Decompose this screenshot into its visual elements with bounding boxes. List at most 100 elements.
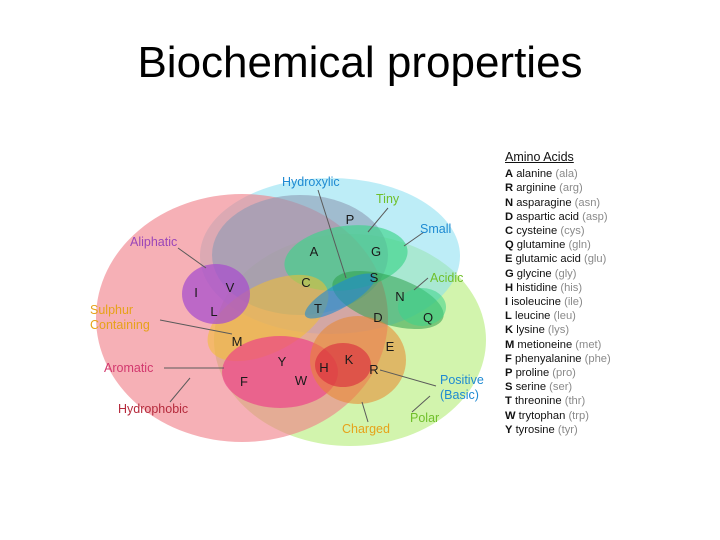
residue-k: K [345, 352, 354, 367]
set-label-line: Positive [440, 373, 484, 387]
legend-name: leucine [511, 310, 554, 323]
label-aromatic: Aromatic [104, 361, 153, 375]
sulphur-set [207, 274, 329, 362]
legend-item: K lysine (lys) [505, 323, 630, 337]
legend-abbr: (phe) [584, 352, 611, 365]
legend-abbr: (lys) [547, 324, 570, 337]
legend-name: lysine [513, 324, 548, 337]
legend-item: F phenyalanine (phe) [505, 352, 630, 366]
legend-code: I [505, 296, 509, 309]
residue-e: E [386, 339, 395, 354]
legend-abbr: (asn) [574, 196, 601, 209]
positive-set [315, 343, 371, 387]
residue-a: A [310, 244, 319, 259]
label-positive: Positive(Basic) [440, 373, 484, 402]
residue-c: C [301, 275, 310, 290]
legend-code: F [505, 352, 512, 365]
legend-code: W [505, 409, 516, 422]
legend-abbr: (thr) [564, 395, 586, 408]
legend-code: P [505, 367, 513, 380]
legend-name: alanine [513, 168, 556, 181]
legend-list: A alanine (ala)R arginine (arg)N asparag… [505, 167, 630, 437]
set-label-line: Small [420, 222, 451, 236]
legend-abbr: (cys) [560, 225, 585, 238]
legend-abbr: (leu) [553, 310, 576, 323]
residue-f: F [240, 374, 248, 389]
legend-item: L leucine (leu) [505, 309, 630, 323]
residue-y: Y [278, 354, 287, 369]
residue-m: M [232, 334, 243, 349]
legend-name: asparagine [513, 196, 575, 209]
legend-item: M metioneine (met) [505, 338, 630, 352]
residue-i: I [194, 285, 198, 300]
label-acidic: Acidic [430, 271, 463, 285]
label-hydrophobic: Hydrophobic [118, 402, 188, 416]
hydroxylic-leader [317, 189, 347, 279]
legend-abbr: (tyr) [557, 423, 578, 436]
label-aliphatic: Aliphatic [130, 235, 177, 249]
legend-name: trytophan [515, 409, 569, 422]
legend-code: G [505, 267, 514, 280]
amino-acid-legend: Amino Acids A alanine (ala)R arginine (a… [505, 150, 630, 437]
legend-item: R arginine (arg) [505, 181, 630, 195]
set-label-line: Charged [342, 422, 390, 436]
legend-item: G glycine (gly) [505, 267, 630, 281]
polar-leader [411, 395, 431, 413]
legend-item: Q glutamine (gln) [505, 238, 630, 252]
legend-name: glutamic acid [512, 253, 584, 266]
legend-code: R [505, 182, 514, 195]
legend-name: phenyalanine [511, 352, 585, 365]
legend-name: threonine [511, 395, 565, 408]
legend-code: N [505, 196, 514, 209]
legend-item: N asparagine (asn) [505, 196, 630, 210]
set-label-line: Aliphatic [130, 235, 177, 249]
legend-abbr: (arg) [559, 182, 583, 195]
legend-code: S [505, 381, 513, 394]
set-label-line: Hydrophobic [118, 402, 188, 416]
residue-n: N [395, 289, 404, 304]
legend-abbr: (ala) [555, 168, 578, 181]
venn-sets [96, 178, 486, 446]
aromatic-set [222, 336, 338, 408]
legend-name: arginine [513, 182, 560, 195]
legend-item: E glutamic acid (glu) [505, 252, 630, 266]
legend-name: tyrosine [512, 423, 558, 436]
set-label-line: Tiny [376, 192, 400, 206]
acidic-leader [413, 277, 429, 291]
sulphur-leader [159, 319, 233, 335]
residue-t: T [314, 301, 322, 316]
legend-item: Y tyrosine (tyr) [505, 423, 630, 437]
legend-code: C [505, 225, 514, 238]
legend-code: H [505, 281, 514, 294]
legend-item: A alanine (ala) [505, 167, 630, 181]
legend-name: glutamine [513, 239, 569, 252]
legend-code: L [505, 310, 512, 323]
legend-item: T threonine (thr) [505, 394, 630, 408]
legend-item: I isoleucine (ile) [505, 295, 630, 309]
legend-item: S serine (ser) [505, 380, 630, 394]
acidic-inner-set [398, 288, 446, 326]
residue-w: W [295, 373, 308, 388]
legend-abbr: (met) [575, 338, 602, 351]
legend-code: T [505, 395, 512, 408]
leader-lines [159, 189, 437, 423]
aliphatic-set [182, 264, 250, 324]
legend-code: E [505, 253, 513, 266]
legend-name: aspartic acid [513, 210, 583, 223]
legend-item: C cysteine (cys) [505, 224, 630, 238]
tiny-leader [367, 207, 389, 233]
residue-letters: P A G C S T N Q D E I V L M Y F W H K R [194, 212, 433, 389]
label-charged: Charged [342, 422, 390, 436]
label-polar: Polar [410, 411, 439, 425]
legend-item: D aspartic acid (asp) [505, 210, 630, 224]
aliphatic-leader [177, 247, 207, 269]
set-labels: Hydroxylic Tiny Small Aliphatic Acidic S… [90, 175, 484, 436]
legend-name: histidine [513, 281, 561, 294]
positive-leader [379, 369, 437, 387]
legend-code: M [505, 338, 515, 351]
set-label-line: Containing [90, 318, 150, 332]
residue-v: V [226, 280, 235, 295]
legend-item: P proline (pro) [505, 366, 630, 380]
